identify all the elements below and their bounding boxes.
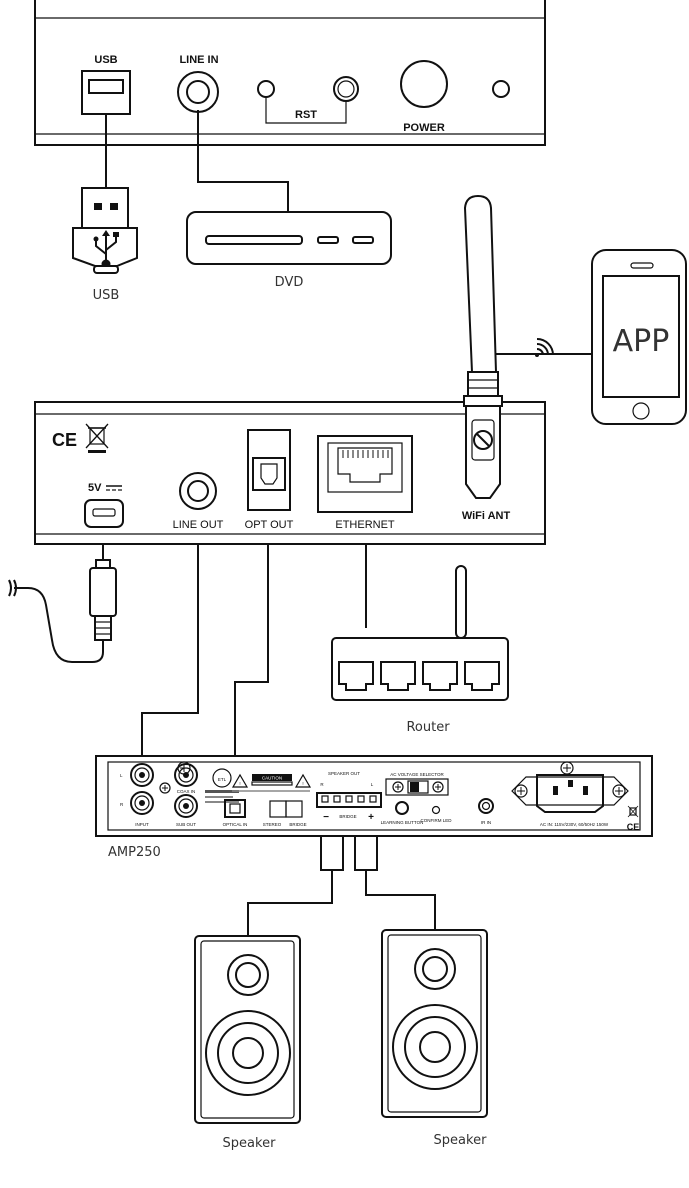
input-rca-right[interactable] — [130, 791, 154, 815]
coax-in-jack[interactable] — [174, 763, 198, 787]
confirm-led-label: CONFIRM LED — [420, 818, 452, 823]
dvd-label: DVD — [275, 275, 304, 290]
inlet-screw-left — [514, 784, 528, 798]
app-label: APP — [613, 324, 670, 359]
wifi-ant-label: WiFi ANT — [462, 510, 511, 522]
usb-stick-label: USB — [93, 288, 120, 303]
optical-in-label: OPTICAL IN — [223, 822, 248, 827]
speaker-left-label: Speaker — [223, 1136, 277, 1151]
indicator-led-left — [257, 80, 275, 98]
ce-mark: CE — [52, 430, 77, 450]
power-button[interactable] — [400, 60, 448, 108]
svg-text:!: ! — [302, 781, 303, 786]
speaker-right-wire — [365, 870, 436, 930]
speaker-out-l-label: L — [371, 782, 374, 787]
line-in-label: LINE IN — [179, 54, 218, 66]
power-plug — [8, 559, 117, 641]
router-label: Router — [406, 720, 450, 735]
dvd-player: DVD — [186, 211, 392, 290]
speaker-right — [381, 929, 488, 1118]
router: Router — [331, 565, 509, 735]
input-l-label: L — [120, 773, 123, 778]
ac-in-label: AC IN: 115V/230V, 60/50Hz 150W — [540, 822, 609, 827]
line-in-jack[interactable] — [177, 71, 219, 113]
ir-in-label: IR IN — [481, 820, 491, 825]
wifi-antenna — [463, 194, 503, 499]
rst-bracket: RST — [257, 76, 359, 124]
stereo-bridge-switch[interactable] — [269, 800, 303, 818]
status-led — [492, 80, 510, 98]
speaker-left — [194, 935, 301, 1124]
bridge-label: BRIDGE — [289, 822, 306, 827]
etl-certification-icon: ETL — [205, 768, 239, 803]
line-in-cable — [197, 110, 289, 212]
speaker-left-wire — [247, 870, 333, 936]
weee-bin-icon — [85, 423, 109, 453]
ac-voltage-selector-label: AC VOLTAGE SELECTOR — [390, 772, 444, 777]
input-rca-left[interactable] — [130, 763, 154, 787]
caution-label: CAUTION — [262, 776, 282, 781]
learning-button-label: LEARNING BUTTON — [381, 820, 424, 825]
opt-out-label: OPT OUT — [245, 519, 294, 531]
ir-in-jack[interactable] — [478, 798, 494, 814]
rst-label: RST — [295, 109, 317, 121]
ethernet-port[interactable] — [317, 435, 413, 513]
input-label: INPUT — [135, 822, 149, 827]
amp250-rear-panel: L R INPUT COAX IN SUB OUT ETL — [95, 755, 653, 837]
amp250-label: AMP250 — [108, 845, 161, 860]
usb-stick: USB — [72, 187, 138, 303]
sub-out-jack[interactable] — [174, 794, 198, 818]
line-out-label: LINE OUT — [173, 519, 224, 531]
power-cable-loop — [14, 587, 104, 663]
speaker-out-r-label: R — [320, 782, 324, 787]
micro-usb-power-port[interactable] — [84, 499, 124, 528]
amp-weee-bin-icon — [627, 805, 639, 818]
inlet-screw-right — [612, 784, 626, 798]
confirm-led — [431, 805, 441, 815]
speaker-terminal-block[interactable] — [316, 792, 382, 808]
dc-symbol-icon — [106, 485, 122, 491]
speaker-out-label: SPEAKER OUT — [328, 771, 360, 776]
line-out-jack[interactable] — [179, 472, 217, 510]
speaker-right-label: Speaker — [434, 1133, 488, 1148]
router-ports — [338, 661, 500, 691]
wifi-signal-icon — [535, 338, 554, 357]
coax-in-label: COAX IN — [177, 789, 196, 794]
stereo-label: STEREO — [263, 822, 282, 827]
ac-power-inlet[interactable] — [511, 774, 629, 813]
usb-port-label: USB — [94, 54, 117, 66]
streamer-front-panel: USB LINE IN RST POWER — [34, 0, 546, 146]
optical-out-port[interactable] — [247, 429, 291, 511]
optical-in-port[interactable] — [224, 799, 246, 818]
amp-ce-mark: CE — [627, 822, 640, 832]
streamer-rear-panel: CE 5V LINE OUT OPT OUT — [34, 401, 546, 545]
opt-out-cable — [234, 514, 269, 804]
svg-text:!: ! — [239, 781, 240, 786]
terminal-plus-sign: + — [368, 812, 374, 823]
line-out-cable — [141, 506, 199, 792]
bridge-terminal-label: BRIDGE — [339, 814, 356, 819]
terminal-minus-sign: − — [323, 812, 329, 823]
power-5v-label: 5V — [88, 482, 102, 494]
sub-out-label: SUB OUT — [176, 822, 196, 827]
ac-voltage-selector[interactable] — [385, 778, 449, 796]
power-label: POWER — [403, 122, 445, 134]
svg-text:ETL: ETL — [218, 777, 227, 782]
caution-warning-block: ! CAUTION ! — [231, 773, 312, 792]
ground-screw — [159, 782, 171, 794]
ethernet-label: ETHERNET — [335, 519, 395, 531]
learning-button[interactable] — [395, 801, 409, 815]
usb-port[interactable] — [81, 70, 131, 115]
smartphone: APP — [591, 249, 687, 425]
input-r-label: R — [120, 802, 124, 807]
